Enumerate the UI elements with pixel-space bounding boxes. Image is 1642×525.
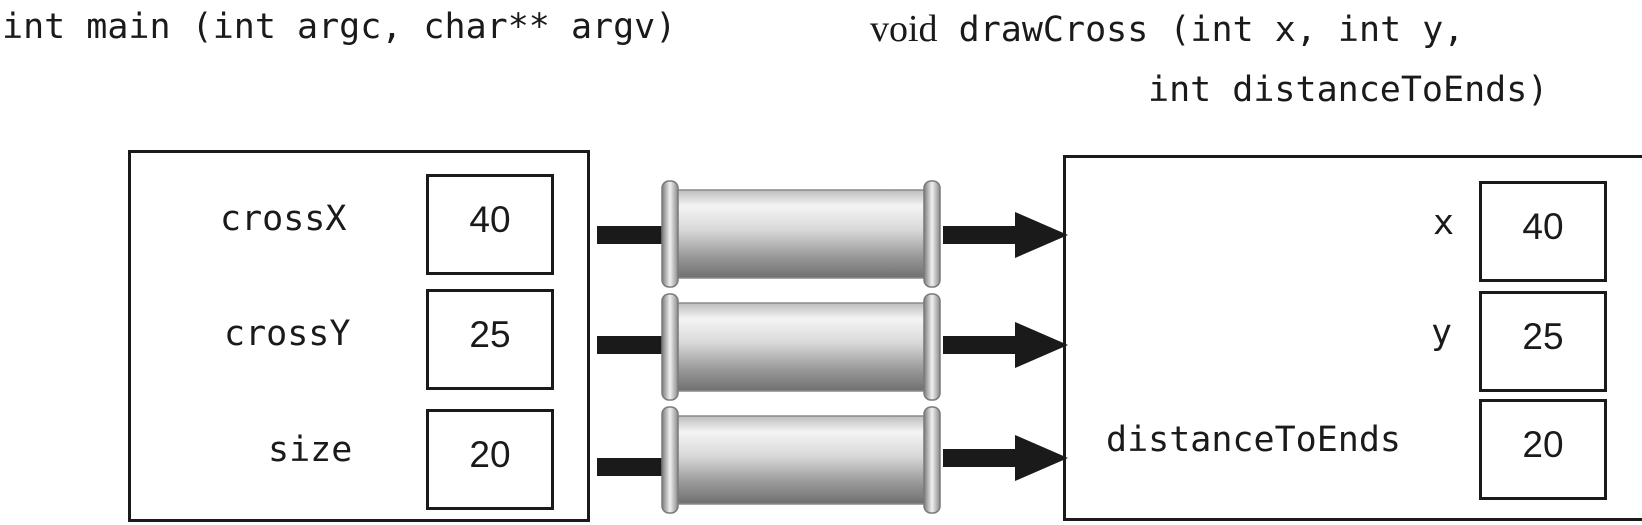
variable-box-crossy: 25: [426, 289, 554, 390]
variable-label-size: size: [268, 430, 353, 470]
arrow-shaft-3: [943, 449, 1019, 467]
parameter-label-y: y: [1431, 313, 1453, 353]
parameter-box-distancetoends: 20: [1479, 399, 1607, 500]
arrow-tail-1: [597, 226, 665, 244]
pipe-cap-right-2: [923, 293, 941, 401]
arrow-tail-3: [597, 458, 665, 476]
parameter-value-x: 40: [1522, 206, 1564, 247]
drawcross-signature-line1: void drawCross (int x, int y,: [870, 10, 1464, 48]
pipe-cap-left-1: [661, 180, 679, 288]
arrow-shaft-1: [943, 226, 1019, 244]
variable-value-size: 20: [469, 434, 511, 475]
pipe-cap-left-2: [661, 293, 679, 401]
parameter-value-distancetoends: 20: [1522, 424, 1564, 465]
drawcross-signature-line2: int distanceToEnds): [1148, 70, 1549, 110]
arrow-shaft-2: [943, 336, 1019, 354]
main-frame: crossX 40 crossY 25 size 20: [128, 150, 590, 522]
parameter-value-y: 25: [1522, 316, 1564, 357]
arrow-head-3: [1015, 435, 1068, 481]
variable-box-size: 20: [426, 409, 554, 510]
pipe-row-2: [597, 293, 1068, 401]
drawcross-frame: x 40 y 25 distanceToEnds 20: [1063, 155, 1642, 521]
variable-label-crossx: crossX: [220, 199, 347, 239]
parameter-box-x: 40: [1479, 181, 1607, 282]
main-signature: int main (int argc, char** argv): [2, 7, 677, 47]
void-keyword: void: [870, 8, 938, 50]
variable-box-crossx: 40: [426, 174, 554, 275]
pipe-cap-right-3: [923, 406, 941, 514]
pipe-1: [667, 189, 933, 279]
pipe-3: [667, 415, 933, 505]
arrow-head-2: [1015, 322, 1068, 368]
variable-label-crossy: crossY: [224, 314, 351, 354]
parameter-label-x: x: [1433, 203, 1455, 243]
pipe-cap-right-1: [923, 180, 941, 288]
arrow-head-1: [1015, 212, 1068, 258]
pipe-row-1: [597, 180, 1068, 288]
drawcross-signature-rest: drawCross (int x, int y,: [958, 10, 1465, 50]
parameter-label-distancetoends: distanceToEnds: [1106, 420, 1402, 460]
variable-value-crossx: 40: [469, 199, 511, 240]
variable-value-crossy: 25: [469, 314, 511, 355]
parameter-box-y: 25: [1479, 291, 1607, 392]
pipe-2: [667, 302, 933, 392]
arrow-tail-2: [597, 336, 665, 354]
pipe-cap-left-3: [661, 406, 679, 514]
pipe-row-3: [597, 406, 1068, 514]
